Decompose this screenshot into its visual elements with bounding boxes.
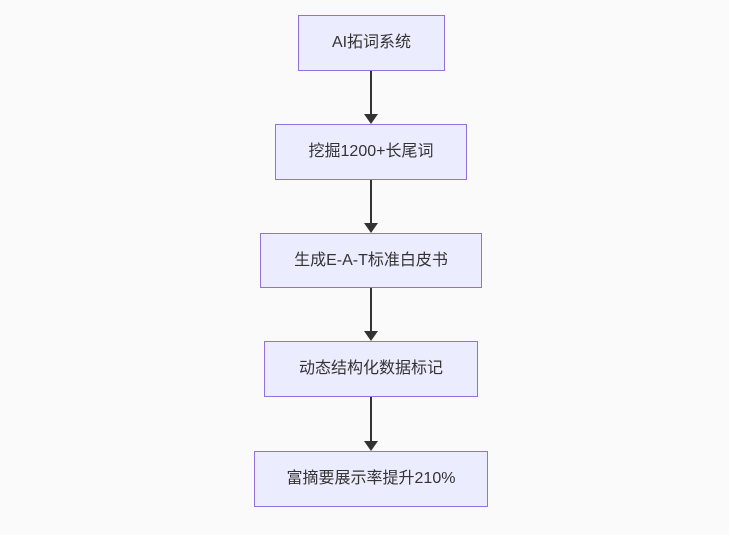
- arrow-head-icon: [364, 331, 378, 341]
- flow-arrow: [364, 180, 378, 233]
- arrow-head-icon: [364, 223, 378, 233]
- flow-node-ai-word-system: AI拓词系统: [298, 15, 445, 71]
- arrow-head-icon: [364, 441, 378, 451]
- flow-node-label: 生成E-A-T标准白皮书: [294, 251, 448, 269]
- flow-node-label: 动态结构化数据标记: [298, 360, 443, 377]
- flow-node-label: 挖掘1200+长尾词: [308, 143, 434, 160]
- flow-node-eat-whitepaper: 生成E-A-T标准白皮书: [260, 233, 482, 288]
- arrow-line: [370, 180, 372, 223]
- flow-arrow: [364, 397, 378, 451]
- flow-node-label: AI拓词系统: [331, 34, 412, 51]
- flow-node-longtail-keywords: 挖掘1200+长尾词: [275, 124, 467, 180]
- arrow-line: [370, 288, 372, 331]
- flow-node-rich-snippet-result: 富摘要展示率提升210%: [254, 451, 488, 507]
- flow-arrow: [364, 71, 378, 124]
- flow-node-label: 富摘要展示率提升210%: [286, 470, 456, 487]
- arrow-head-icon: [364, 114, 378, 124]
- flow-node-structured-data: 动态结构化数据标记: [264, 341, 478, 397]
- arrow-line: [370, 397, 372, 441]
- arrow-line: [370, 71, 372, 114]
- flow-arrow: [364, 288, 378, 341]
